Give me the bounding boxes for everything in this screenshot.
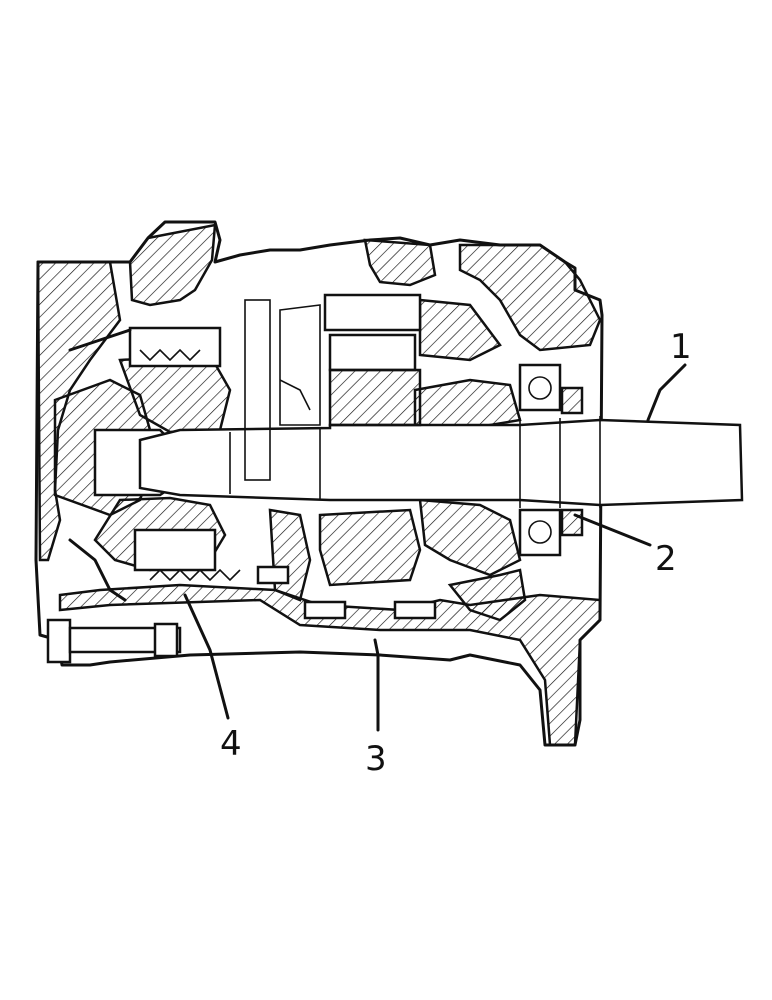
callout-2: 2: [655, 539, 677, 579]
drive-shaft: [138, 416, 744, 508]
callout-3: 3: [365, 739, 387, 779]
cylinder-block: [244, 293, 437, 620]
spring-assembly: [139, 348, 241, 582]
callout-4: 4: [220, 724, 242, 764]
shaft-bearing: [518, 363, 584, 557]
housing-bolt: [46, 618, 182, 664]
housing: [34, 220, 604, 747]
callout-1: 1: [670, 327, 692, 367]
leader-lines: [183, 363, 687, 732]
